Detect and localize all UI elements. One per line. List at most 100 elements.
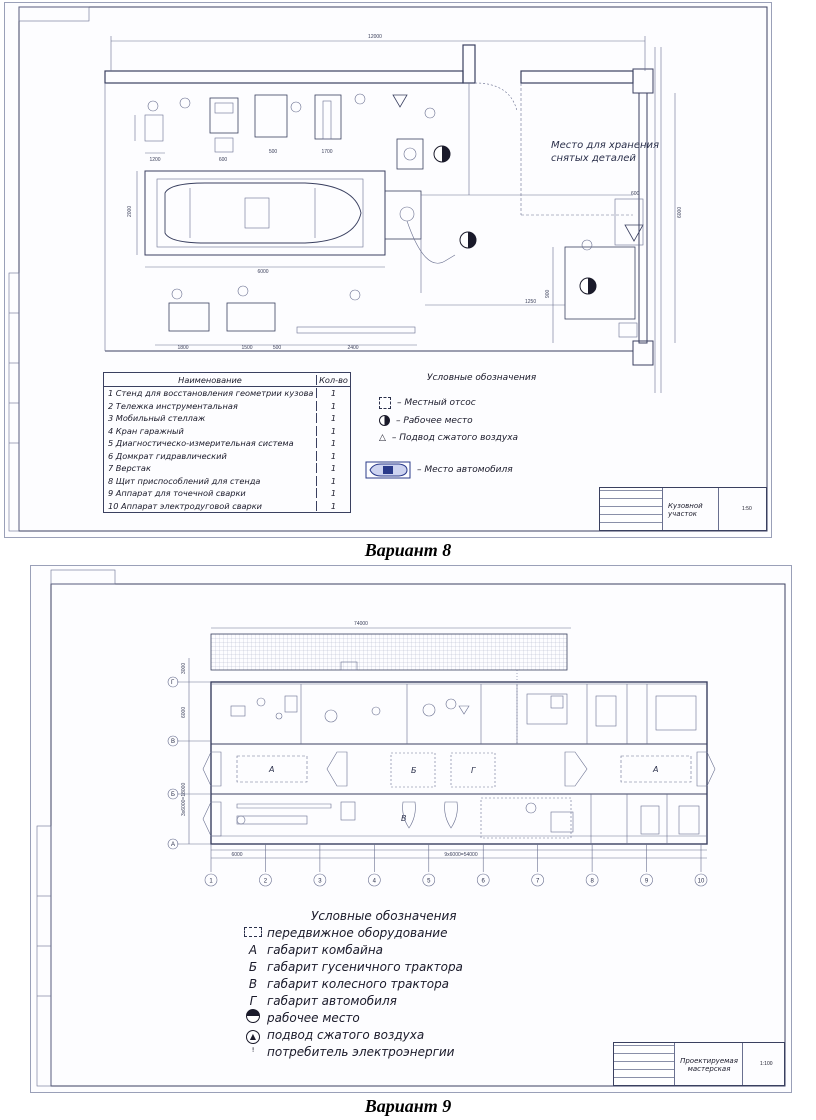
variant-9-floor-plan: 74000: [36, 569, 786, 1087]
legend-label: рабочее место: [267, 1011, 360, 1025]
legend-variant-9: Условные обозначения передвижное оборудо…: [239, 908, 599, 1061]
axis-marker: [368, 873, 381, 887]
axis-label: 7: [536, 879, 540, 885]
bottom-dim-left: 6000: [231, 852, 242, 858]
axis-marker: [694, 873, 708, 887]
table-cell-name: 1 Стенд для восстановления геометрии куз…: [104, 388, 317, 399]
storage-equipment: 600 1250 900: [425, 191, 644, 343]
svg-text:500: 500: [269, 149, 278, 155]
legend-letter: В: [248, 977, 258, 991]
variant-8-floor-plan: 12000 6000 Место для хранения снятых дет…: [8, 6, 768, 532]
table-row: 1 Стенд для восстановления геометрии куз…: [104, 387, 350, 400]
legend-letter: Б: [248, 960, 258, 974]
caption-variant-8: Вариант 8: [364, 540, 452, 560]
workplace-icon: [379, 415, 390, 426]
compressed-air-icon: [392, 94, 408, 108]
legend-label: – Подвод сжатого воздуха: [391, 433, 519, 443]
table-cell-name: 9 Аппарат для точечной сварки: [104, 488, 317, 499]
title-block-scale: 1:100: [760, 1061, 773, 1067]
legend-label: подвод сжатого воздуха: [267, 1028, 425, 1042]
area-dim-900: 900: [545, 289, 551, 298]
bottom-dim-c: 2400: [347, 345, 358, 351]
axis-label: 4: [373, 879, 377, 885]
dimension-top: 74000: [211, 621, 571, 629]
right-wall-column: [632, 47, 662, 393]
axis-label: 10: [698, 879, 705, 885]
axis-marker: [585, 873, 599, 887]
left-dim-b: 6000: [181, 707, 187, 718]
table-cell-qty: 1: [330, 388, 337, 399]
drawing-sheet-variant-9: 74000: [30, 565, 792, 1093]
bottom-dim-d: 500: [273, 345, 282, 351]
axes-left: Г В Б А 3000 6000 3х6000=18000: [167, 658, 211, 850]
storage-area-label-2: снятых деталей: [551, 153, 636, 164]
zone-boundaries: [105, 83, 633, 352]
svg-text:1200: 1200: [149, 157, 160, 163]
title-block-variant-8: Кузовной участок 1:50: [599, 487, 767, 531]
table-cell-name: 10 Аппарат электродуговой сварки: [104, 500, 317, 511]
left-margin-stamps: [8, 272, 20, 532]
gates: [202, 751, 716, 837]
table-cell-qty: 1: [330, 500, 337, 511]
zone-letter: Г: [471, 766, 476, 775]
legend-item: ꜝ потребитель электроэнергии: [239, 1044, 599, 1061]
axis-label: 2: [264, 879, 268, 885]
table-cell-name: 6 Домкрат гидравлический: [104, 450, 317, 461]
legend-label: габарит колесного трактора: [267, 977, 450, 991]
axis-label: 8: [590, 879, 594, 885]
mobile-equipment-icon: [239, 925, 267, 942]
axis-marker: [476, 873, 490, 887]
table-cell-qty: 1: [330, 450, 337, 461]
axis-marker: [204, 873, 218, 887]
table-cell-qty: 1: [330, 425, 337, 436]
caption-variant-9: Вариант 9: [364, 1096, 452, 1116]
zone-letter: В: [401, 814, 407, 823]
dimension-top-value: 74000: [354, 621, 368, 627]
compressed-air-icon: ▲: [239, 1027, 267, 1044]
car-lift-area: 2000 6000: [127, 170, 477, 275]
svg-text:1700: 1700: [321, 149, 332, 155]
equipment-row-top: 1200 600 500 1700: [134, 93, 451, 170]
legend-title: Условные обозначения: [427, 373, 537, 383]
legend-label: передвижное оборудование: [267, 926, 448, 940]
dimension-right: 6000: [674, 93, 683, 343]
axis-label: В: [171, 739, 175, 745]
power-consumer-icon: ꜝ: [251, 1045, 255, 1059]
table-cell-name: 8 Щит приспособлений для стенда: [104, 475, 317, 486]
car-icon: [365, 461, 411, 479]
equipment-symbols: [230, 670, 700, 835]
area-dim-1250: 1250: [525, 299, 536, 305]
table-cell-name: 3 Мобильный стеллаж: [104, 413, 317, 424]
legend-label: габарит комбайна: [267, 943, 384, 957]
equipment-row-bottom: 1800 1500 500 2400: [155, 285, 417, 351]
legend-title: Условные обозначения: [311, 909, 457, 923]
title-block-name: Кузовной участок: [668, 502, 703, 518]
legend-item-workplace: – Рабочее место: [379, 415, 473, 426]
legend-item-exhaust: – Местный отсос: [379, 397, 476, 409]
legend-label: – Рабочее место: [396, 415, 473, 426]
zone-letter: А: [652, 765, 658, 774]
table-cell-qty: 1: [330, 463, 337, 474]
legend-item-air: △ – Подвод сжатого воздуха: [379, 433, 518, 443]
title-block-name: Проектируемая мастерская: [680, 1057, 738, 1073]
car-length-dim: 6000: [257, 269, 268, 275]
axis-label: 1: [209, 879, 213, 885]
equipment-table: Наименование Кол-во 1 Стенд для восстано…: [103, 372, 351, 513]
zone-letters: А Б Г В А: [268, 765, 658, 823]
legend-label: – Местный отсос: [397, 398, 476, 408]
table-header-qty: Кол-во: [319, 374, 348, 385]
svg-text:600: 600: [219, 157, 228, 163]
table-row: 6 Домкрат гидравлический 1: [104, 450, 350, 463]
axis-label: Б: [171, 792, 175, 798]
dimension-top: 12000: [110, 34, 646, 71]
legend-label: потребитель электроэнергии: [267, 1045, 455, 1059]
legend-letter: Г: [249, 994, 257, 1008]
axis-label: А: [171, 842, 175, 848]
